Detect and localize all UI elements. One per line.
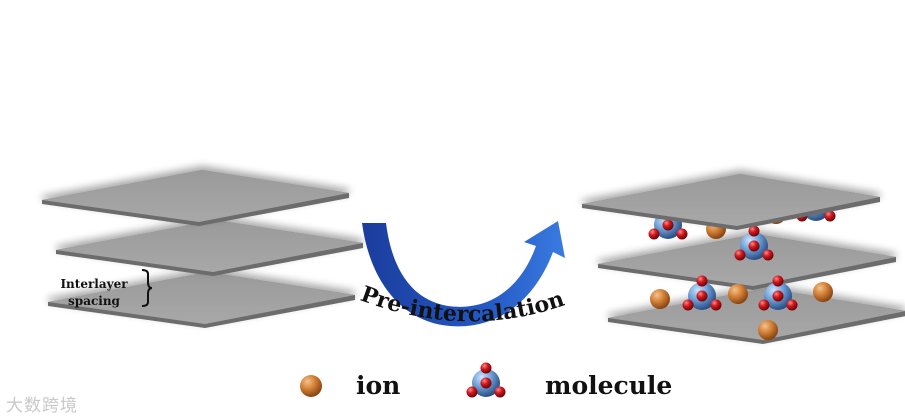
curved-arrow-icon bbox=[362, 221, 565, 327]
ion-sphere-icon bbox=[728, 284, 748, 304]
left-sheet-middle bbox=[56, 220, 363, 276]
left-sheet-top bbox=[42, 170, 349, 226]
ion-sphere-icon bbox=[758, 320, 778, 340]
legend-ion-icon bbox=[300, 375, 322, 397]
ion-sphere-icon bbox=[650, 289, 670, 309]
molecule-icon bbox=[734, 225, 774, 261]
legend-molecule-label: molecule bbox=[545, 371, 673, 400]
bracket-icon bbox=[141, 269, 153, 307]
interlayer-spacing-label: Interlayer spacing bbox=[60, 277, 128, 308]
legend bbox=[300, 362, 506, 398]
lower-gallery-species bbox=[650, 275, 833, 340]
right-sheet-top bbox=[582, 174, 880, 230]
watermark: 大数跨境 bbox=[6, 396, 78, 416]
legend-ion-label: ion bbox=[356, 371, 401, 400]
legend-molecule-icon bbox=[466, 362, 506, 398]
ion-sphere-icon bbox=[813, 282, 833, 302]
